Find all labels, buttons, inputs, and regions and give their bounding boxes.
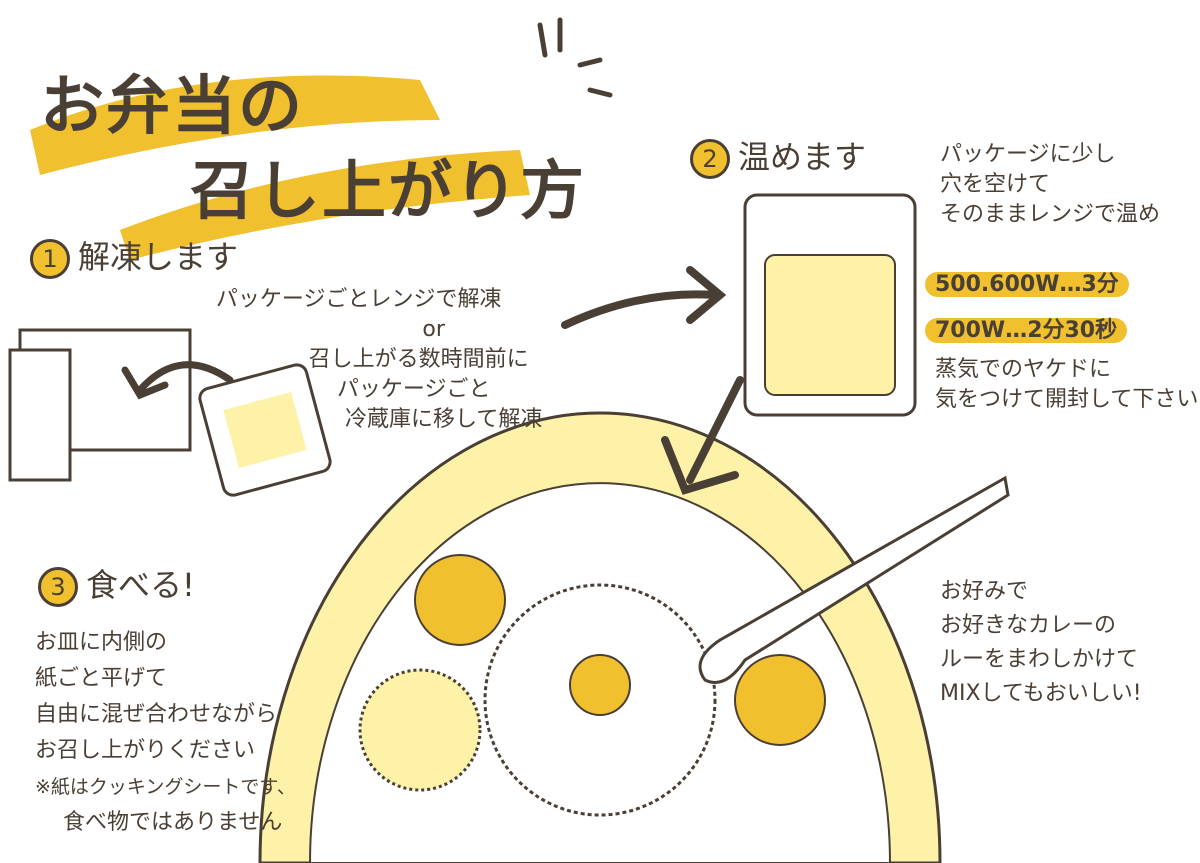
step-1-note: 召し上がる数時間前に — [308, 347, 529, 372]
spoon-illustration — [698, 475, 1010, 684]
step-3-note: 自由に混ぜ合わせながら — [35, 702, 278, 727]
title-line-2: 召し上がり方 — [190, 155, 586, 229]
step-3-label: 食べる! — [86, 566, 195, 604]
time-500-600w: 500.600W…3分 — [925, 272, 1129, 297]
tip-text: お好みで お好きなカレーの ルーをまわしかけて MIXしてもおいしい! — [940, 575, 1142, 711]
step-2-note: 穴を空けて — [940, 172, 1051, 197]
arrow-down-icon — [661, 376, 744, 495]
step-1-note: パッケージごと — [336, 377, 491, 402]
package-content — [764, 254, 896, 396]
croquette-illustration — [358, 668, 482, 792]
step-2-label: 温めます — [738, 138, 867, 176]
warning-line: 蒸気でのヤケドに — [935, 357, 1112, 382]
step-3-note: 食べ物ではありません — [63, 810, 283, 835]
arrow-right-icon — [561, 266, 727, 329]
tip-line: MIXしてもおいしい! — [940, 681, 1142, 706]
step-3-note: お皿に内側の — [35, 630, 168, 655]
step-2-notes: パッケージに少し 穴を空けて そのままレンジで温め — [940, 140, 1160, 230]
step-1-note: パッケージごとレンジで解凍 — [215, 287, 502, 312]
step-2-times: 500.600W…3分 700W…2分30秒 — [925, 262, 1129, 354]
arrow-curve-icon — [121, 361, 234, 400]
tip-line: ルーをまわしかけて — [940, 647, 1139, 672]
step-1-notes: パッケージごとレンジで解凍 or 召し上がる数時間前に パッケージごと 冷蔵庫に… — [175, 285, 542, 435]
step-3-notes: お皿に内側の 紙ごと平げて 自由に混ぜ合わせながら お召し上がりください ※紙は… — [35, 625, 296, 841]
step-1-label: 解凍します — [78, 238, 239, 276]
step-2-note: パッケージに少し — [940, 142, 1116, 167]
title-highlight — [30, 75, 440, 175]
tip-line: お好きなカレーの — [940, 613, 1117, 638]
frozen-package-content — [223, 391, 307, 469]
time-700w: 700W…2分30秒 — [925, 318, 1128, 343]
topping-illustration — [414, 554, 506, 646]
step-2-warning: 蒸気でのヤケドに 気をつけて開封して下さい — [935, 355, 1198, 415]
step-3-note: お召し上がりください — [35, 738, 256, 763]
title-highlight-2 — [120, 150, 530, 260]
step-1-number: 1 — [30, 239, 70, 279]
step-3-number: 3 — [38, 567, 78, 607]
step-1-note: 冷蔵庫に移して解凍 — [345, 407, 543, 432]
step-1-or: or — [422, 317, 445, 342]
step-3-note: ※紙はクッキングシートです、 — [35, 776, 296, 798]
title-line-1: お弁当の — [40, 70, 304, 144]
egg-yolk-illustration — [569, 654, 631, 716]
step-2-number: 2 — [690, 139, 730, 179]
topping-illustration — [734, 654, 826, 746]
step-3-note: 紙ごと平げて — [35, 666, 168, 691]
step-2-note: そのままレンジで温め — [940, 202, 1161, 227]
microwave-door — [8, 348, 72, 482]
sparkle-icon — [537, 17, 613, 98]
tip-line: お好みで — [940, 579, 1029, 604]
warning-line: 気をつけて開封して下さい — [935, 387, 1199, 412]
